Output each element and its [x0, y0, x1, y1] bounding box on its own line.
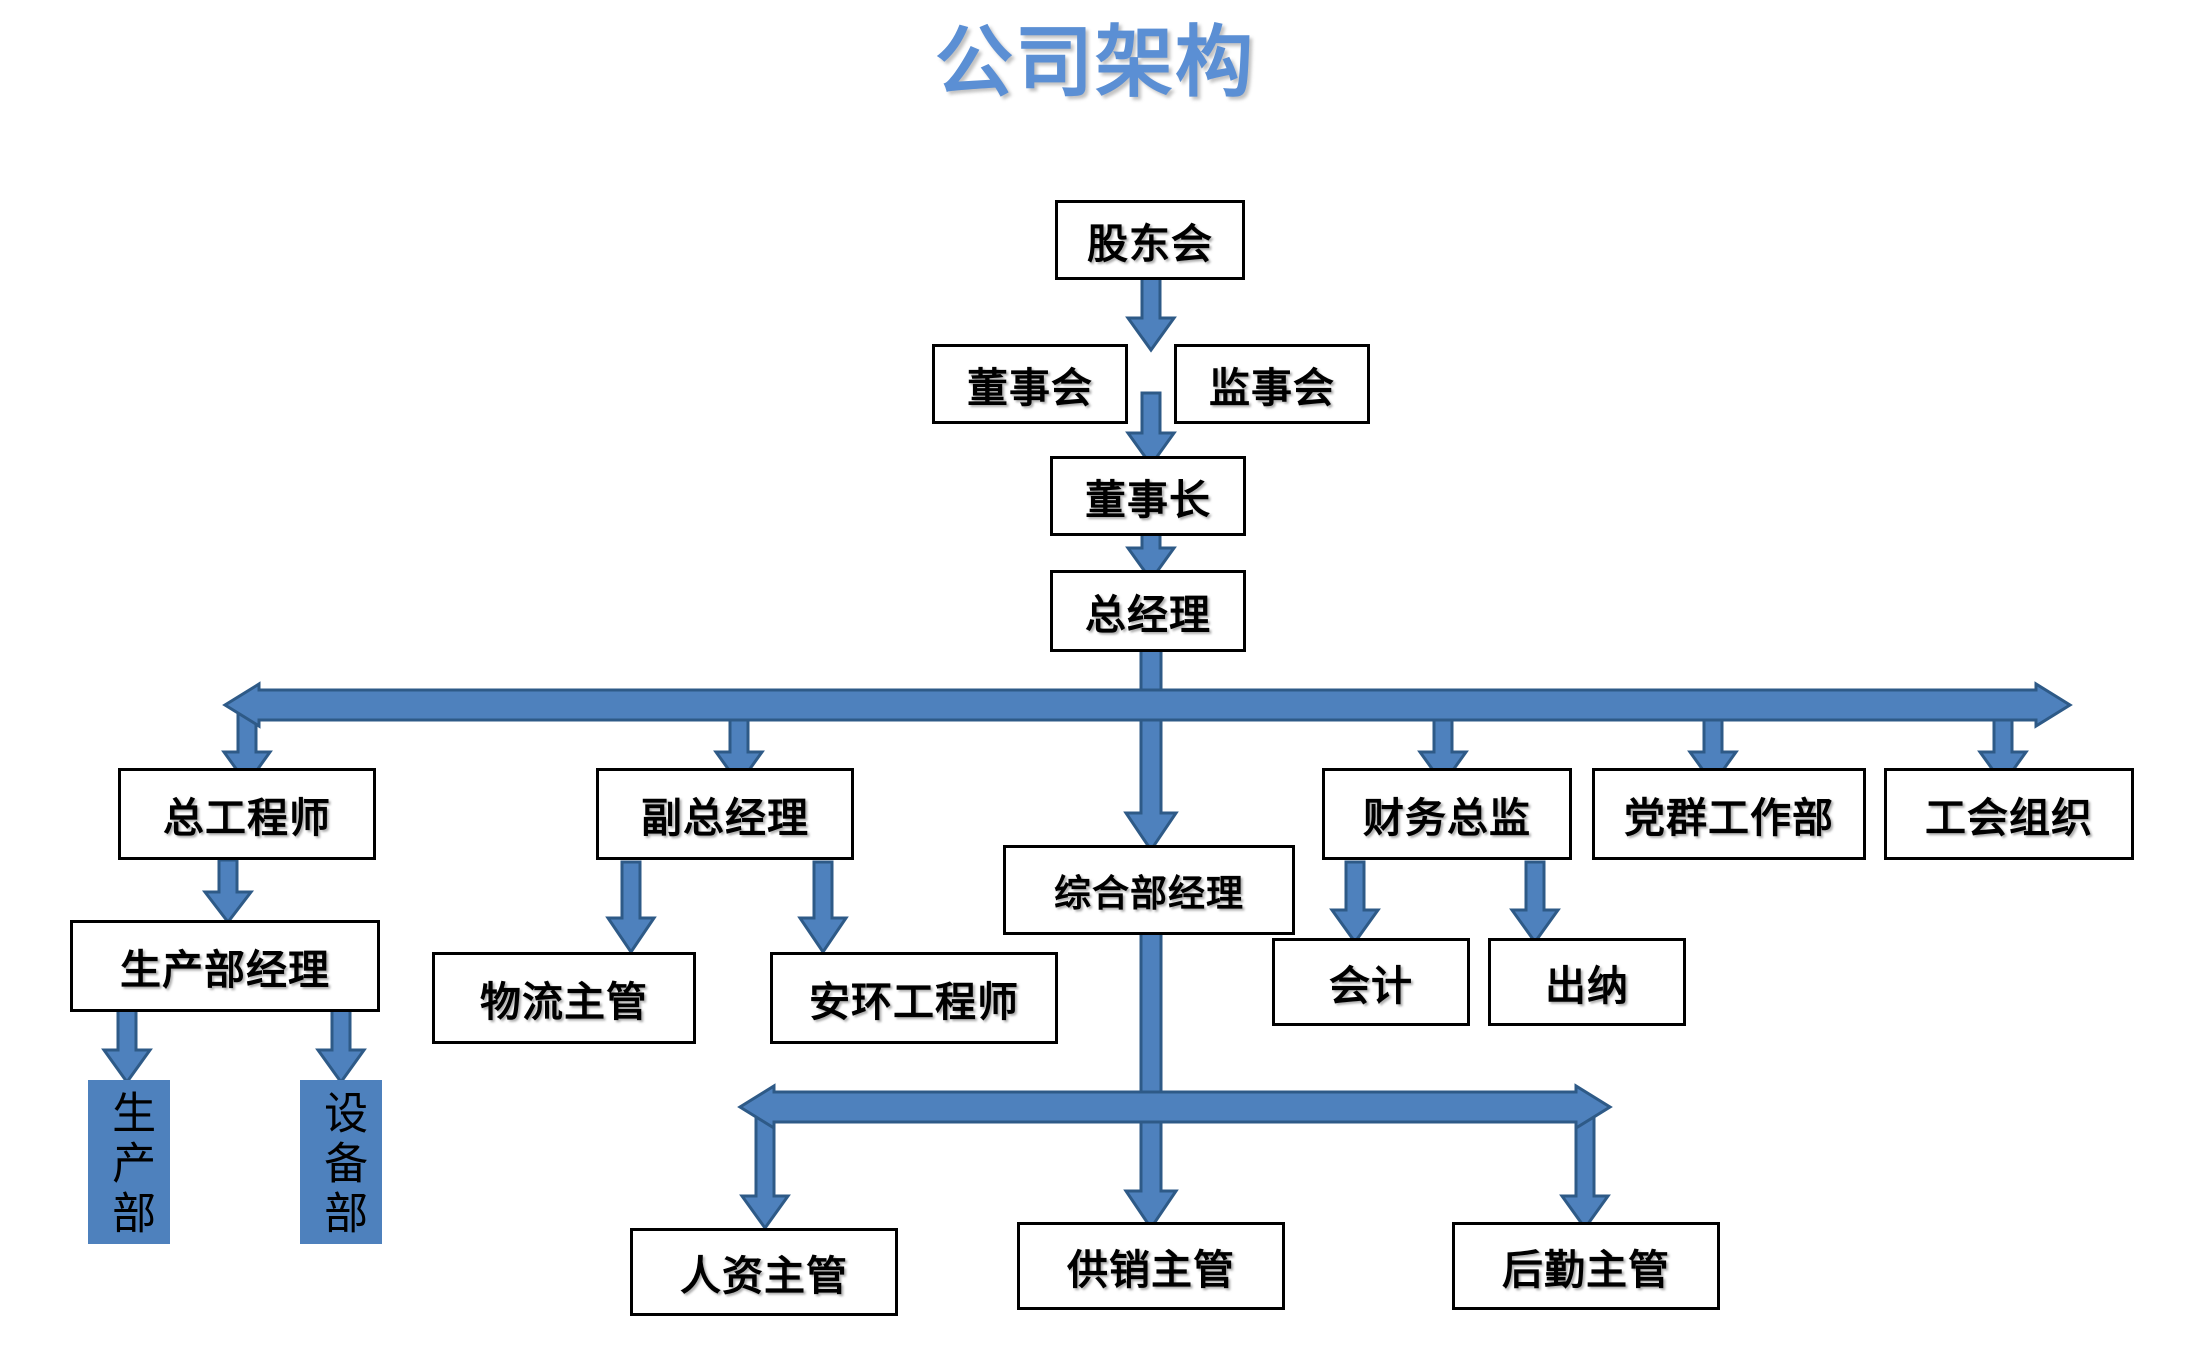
node-label: 生产部: [105, 1090, 155, 1240]
node-board-of-supervisors[interactable]: 监事会: [1174, 344, 1370, 424]
node-cashier[interactable]: 出纳: [1488, 938, 1686, 1026]
node-label: 会计: [1329, 963, 1413, 1009]
arrow-gm-to-general-affairs: [1123, 633, 1179, 853]
node-general-manager[interactable]: 总经理: [1050, 570, 1246, 652]
node-party-mass-work-dept[interactable]: 党群工作部: [1592, 768, 1866, 860]
node-sales-supply-supervisor[interactable]: 供销主管: [1017, 1222, 1285, 1310]
node-finance-director[interactable]: 财务总监: [1322, 768, 1572, 860]
node-logistics-supervisor[interactable]: 物流主管: [432, 952, 696, 1044]
node-label: 股东会: [1087, 221, 1213, 267]
arrow-chief-engineer-to-production-manager: [201, 858, 255, 925]
node-deputy-general-manager[interactable]: 副总经理: [596, 768, 854, 860]
node-label: 总工程师: [163, 795, 331, 841]
node-label: 监事会: [1209, 365, 1335, 411]
general-affairs-distribution-bar: [737, 1083, 1613, 1131]
arrow-deputy-gm-to-logistics-supervisor: [605, 860, 657, 955]
node-logistics-support-supervisor[interactable]: 后勤主管: [1452, 1222, 1720, 1310]
node-label: 董事长: [1085, 477, 1211, 523]
node-accountant[interactable]: 会计: [1272, 938, 1470, 1026]
node-label: 供销主管: [1067, 1247, 1235, 1293]
arrow-production-manager-to-equipment-dept: [315, 1008, 367, 1085]
node-label: 物流主管: [480, 979, 648, 1025]
arrow-general-affairs-to-sales-supervisor: [1123, 931, 1179, 1231]
node-label: 人资主管: [680, 1253, 848, 1299]
node-production-manager[interactable]: 生产部经理: [70, 920, 380, 1012]
arrow-board-to-chairman: [1125, 391, 1177, 468]
node-label: 董事会: [967, 365, 1093, 411]
node-label: 财务总监: [1363, 795, 1531, 841]
node-board-of-directors[interactable]: 董事会: [932, 344, 1128, 424]
node-label: 出纳: [1545, 963, 1629, 1009]
node-trade-union[interactable]: 工会组织: [1884, 768, 2134, 860]
arrow-deputy-gm-to-safety-engineer: [797, 860, 849, 955]
node-label: 工会组织: [1925, 795, 2093, 841]
main-distribution-bar: [222, 681, 2073, 729]
node-general-affairs-manager[interactable]: 综合部经理: [1003, 845, 1295, 935]
arrow-finance-director-to-cashier: [1509, 860, 1561, 945]
node-label: 生产部经理: [120, 947, 330, 993]
node-label: 综合部经理: [1054, 873, 1244, 914]
arrow-production-manager-to-production-dept: [101, 1008, 153, 1085]
node-label: 总经理: [1085, 592, 1211, 638]
node-label: 党群工作部: [1624, 795, 1834, 841]
node-hr-supervisor[interactable]: 人资主管: [630, 1228, 898, 1316]
node-equipment-dept[interactable]: 设备部: [300, 1080, 382, 1244]
node-safety-env-engineer[interactable]: 安环工程师: [770, 952, 1058, 1044]
arrow-finance-director-to-accountant: [1329, 860, 1381, 945]
page-title: 公司架构: [934, 18, 1255, 106]
node-chief-engineer[interactable]: 总工程师: [118, 768, 376, 860]
node-label: 安环工程师: [809, 979, 1019, 1025]
arrow-shareholders-to-board: [1125, 276, 1177, 353]
node-label: 后勤主管: [1502, 1247, 1670, 1293]
node-chairman[interactable]: 董事长: [1050, 456, 1246, 536]
node-production-dept[interactable]: 生产部: [88, 1080, 170, 1244]
node-shareholders-meeting[interactable]: 股东会: [1055, 200, 1245, 280]
node-label: 副总经理: [641, 795, 809, 841]
node-label: 设备部: [317, 1090, 367, 1240]
